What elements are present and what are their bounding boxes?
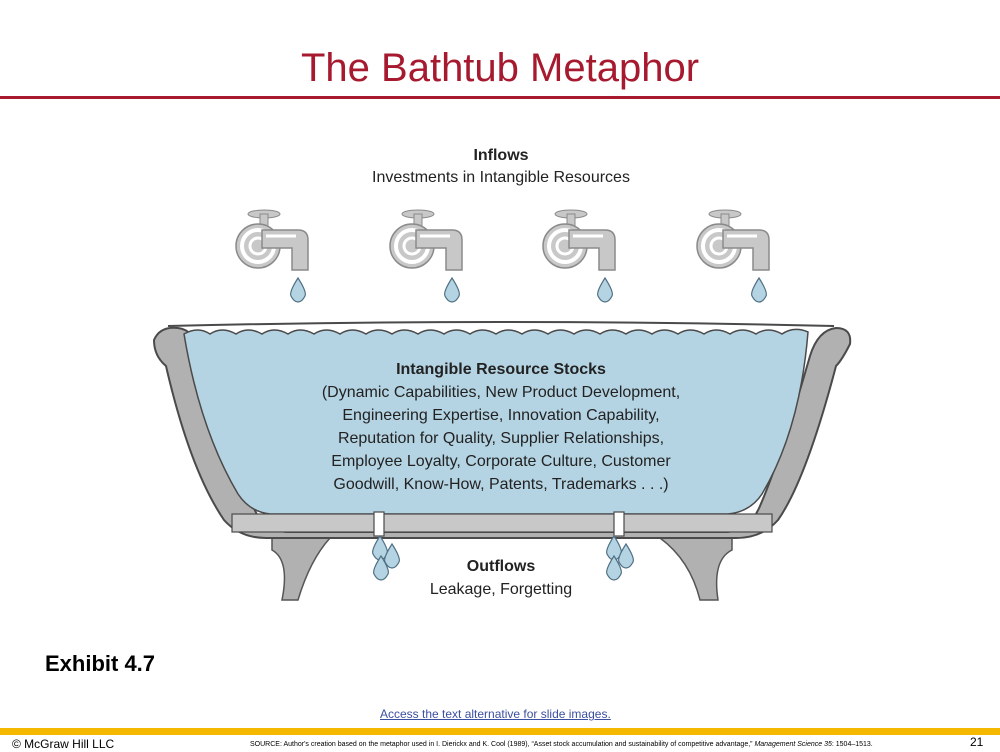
faucet-icon — [390, 210, 462, 270]
text-alternative-link[interactable]: Access the text alternative for slide im… — [380, 707, 611, 721]
outflows-heading: Outflows — [467, 558, 536, 575]
footer-bar — [0, 728, 1000, 735]
faucet-icon — [543, 210, 615, 270]
stocks-line: (Dynamic Capabilities, New Product Devel… — [322, 384, 680, 401]
stocks-heading: Intangible Resource Stocks — [396, 361, 606, 378]
faucet-icon — [236, 210, 308, 270]
page-number: 21 — [970, 735, 983, 749]
faucet-icon — [697, 210, 769, 270]
stocks-line: Reputation for Quality, Supplier Relatio… — [338, 430, 664, 447]
source-journal: Management Science 35 — [754, 741, 831, 748]
stocks-line: Engineering Expertise, Innovation Capabi… — [342, 407, 659, 424]
stocks-line: Goodwill, Know-How, Patents, Trademarks … — [333, 476, 668, 493]
copyright: © McGraw Hill LLC — [12, 737, 114, 751]
water-drop-icon — [598, 278, 613, 302]
outflows-subheading: Leakage, Forgetting — [430, 581, 572, 598]
stocks-line: Employee Loyalty, Corporate Culture, Cus… — [331, 453, 671, 470]
source-suffix: : 1504–1513. — [832, 741, 873, 748]
water-drop-icon — [752, 278, 767, 302]
inflows-subheading: Investments in Intangible Resources — [372, 169, 630, 186]
source-citation: SOURCE: Author's creation based on the m… — [250, 741, 873, 748]
source-prefix: SOURCE: Author's creation based on the m… — [250, 741, 752, 748]
water-drop-icon — [445, 278, 460, 302]
inflows-heading: Inflows — [473, 147, 528, 164]
water-drop-icon — [291, 278, 306, 302]
exhibit-label: Exhibit 4.7 — [45, 651, 155, 677]
